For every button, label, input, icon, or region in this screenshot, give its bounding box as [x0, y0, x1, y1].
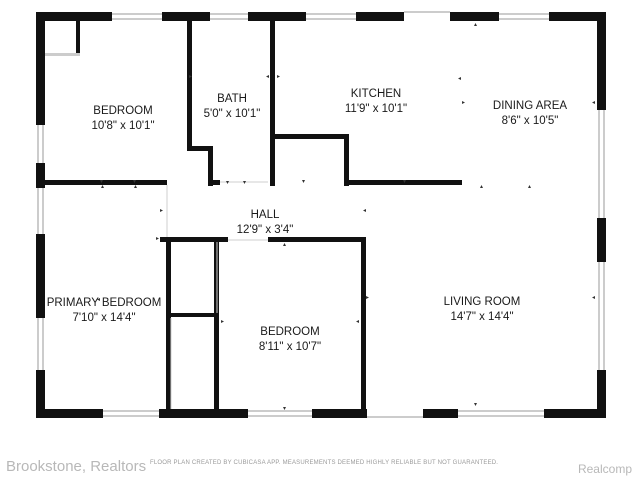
room-labels: BEDROOM 10'8" x 10'1" BATH 5'0" x 10'1" …: [47, 88, 568, 353]
hall-name: HALL: [251, 209, 280, 221]
window-bottom-primary: [103, 409, 159, 418]
wall-bedroom-hall: [45, 180, 167, 185]
bedroom-1-name: BEDROOM: [93, 105, 152, 117]
wall-kitchen-counter-side: [344, 134, 349, 186]
svg-text:▴: ▴: [101, 184, 104, 190]
svg-text:◂: ◂: [363, 208, 366, 214]
hall-size: 12'9" x 3'4": [237, 224, 294, 236]
window-top-bedroom: [112, 12, 162, 21]
exterior-walls: [36, 12, 606, 418]
svg-text:▾: ▾: [133, 179, 136, 185]
primary-bedroom-name: PRIMARY BEDROOM: [47, 297, 162, 309]
wall-bedroom2-living: [361, 237, 366, 409]
svg-text:▸: ▸: [156, 236, 159, 242]
living-room-size: 14'7" x 14'4": [450, 311, 513, 323]
bath-name: BATH: [217, 93, 247, 105]
svg-text:▸: ▸: [277, 74, 280, 80]
window-right-dining: [597, 110, 606, 218]
wall-primary-closet: [166, 237, 171, 409]
disclaimer-text: FLOOR PLAN CREATED BY CUBICASA APP. MEAS…: [150, 460, 499, 466]
wall-bath-step: [187, 146, 212, 151]
bedroom-2-size: 8'11" x 10'7": [259, 341, 321, 353]
window-right-living: [597, 262, 606, 370]
svg-text:▾: ▾: [403, 179, 406, 185]
tick-markers: ▴▴ ▾▾ ▾▾ ▾▾ ▴▴ ▸◂ ▸◂ ▸◂ ▸◂ ▸ ▸◂ ▸◂ ▴▾ ◂ …: [97, 22, 595, 412]
wall-hall-south-right: [268, 237, 366, 242]
svg-text:▴: ▴: [528, 184, 531, 190]
svg-text:▸: ▸: [221, 319, 224, 325]
window-top-dining: [499, 12, 549, 21]
wall-kitchen-bottom: [344, 180, 462, 185]
dining-name: DINING AREA: [493, 100, 567, 112]
window-top-kitchen: [306, 12, 356, 21]
interior-walls: [45, 21, 462, 409]
window-left-bedroom: [36, 125, 45, 163]
window-bottom-living: [458, 409, 544, 418]
wall-hall-south-left: [160, 237, 228, 242]
source-watermark: Realcomp: [577, 462, 632, 476]
living-room-name: LIVING ROOM: [444, 296, 521, 308]
door-top-kitchen: [404, 11, 450, 21]
svg-text:▸: ▸: [462, 100, 465, 106]
primary-bedroom-size: 7'10" x 14'4": [72, 312, 135, 324]
wall-bottom-left: [36, 409, 367, 418]
svg-text:▾: ▾: [302, 179, 305, 185]
bedroom-2-name: BEDROOM: [260, 326, 319, 338]
svg-text:◂: ◂: [592, 100, 595, 106]
svg-text:▾: ▾: [474, 402, 477, 408]
kitchen-size: 11'9" x 10'1": [345, 103, 407, 115]
windows: [36, 11, 606, 418]
svg-text:▴: ▴: [283, 242, 286, 248]
wall-bath-kitchen: [270, 21, 275, 186]
svg-text:▴: ▴: [480, 184, 483, 190]
svg-text:▸: ▸: [189, 74, 192, 80]
wall-bath-hall: [208, 180, 220, 185]
openings: [166, 181, 268, 409]
window-left-primary-upper: [36, 188, 45, 234]
brand-watermark: Brookstone, Realtors: [6, 458, 147, 475]
svg-text:▾: ▾: [243, 180, 246, 186]
svg-text:▸: ▸: [366, 295, 369, 301]
svg-text:▴: ▴: [474, 22, 477, 28]
svg-text:▾: ▾: [226, 180, 229, 186]
svg-text:▸: ▸: [160, 208, 163, 214]
dining-size: 8'6" x 10'5": [502, 115, 559, 127]
window-left-primary-lower: [36, 318, 45, 370]
wall-closet-vertical: [76, 21, 80, 53]
svg-text:◂: ◂: [458, 76, 461, 82]
svg-text:◂: ◂: [592, 295, 595, 301]
wall-kitchen-counter: [275, 134, 349, 139]
bedroom-1-size: 10'8" x 10'1": [91, 120, 154, 132]
wall-closet-bedroom: [214, 242, 219, 409]
svg-text:◂: ◂: [356, 319, 359, 325]
window-top-bath: [210, 12, 248, 21]
wall-bath-step-down: [208, 146, 213, 186]
kitchen-name: KITCHEN: [351, 88, 401, 100]
wall-closet-shelf: [171, 313, 216, 317]
svg-text:▾: ▾: [100, 179, 103, 185]
svg-text:▴: ▴: [134, 184, 137, 190]
bath-size: 5'0" x 10'1": [204, 108, 261, 120]
svg-text:◂: ◂: [266, 74, 269, 80]
svg-text:▾: ▾: [283, 406, 286, 412]
wall-closet-bottom: [45, 53, 80, 56]
wall-bedroom-bath: [187, 21, 192, 149]
window-bottom-bedroom: [248, 409, 312, 418]
svg-text:◂: ◂: [97, 297, 100, 303]
